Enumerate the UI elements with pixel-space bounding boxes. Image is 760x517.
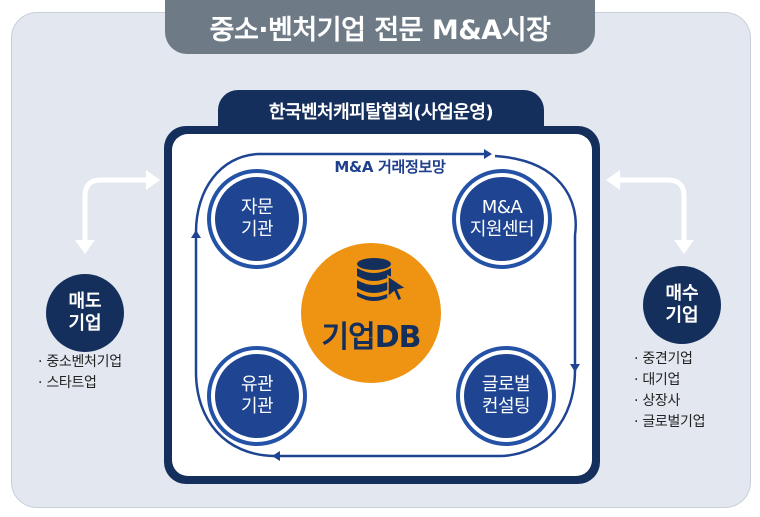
- buyer-list: 중견기업 대기업 상장사 글로벌기업: [634, 349, 705, 433]
- list-item: 글로벌기업: [634, 412, 705, 433]
- buyer-exchange-arrow: [610, 177, 687, 249]
- diagram-title: 중소·벤처기업 전문 M&A시장: [165, 0, 595, 54]
- cycle-arc-br: [499, 369, 577, 458]
- cycle-arc-bl: [194, 371, 275, 458]
- seller-list: 중소벤처기업 스타트업: [38, 352, 122, 394]
- global-consulting-node-label: 글로벌 컨설팅: [464, 354, 548, 438]
- list-item: 중소벤처기업: [38, 352, 122, 373]
- seller-exchange-arrow: [82, 177, 153, 249]
- list-item: 스타트업: [38, 373, 122, 394]
- related-node: 유관 기관: [207, 346, 307, 446]
- company-db-label: 기업DB: [321, 320, 422, 355]
- buyer-circle: 매수 기업: [643, 266, 721, 344]
- list-item: 대기업: [634, 370, 705, 391]
- network-label: M&A 거래정보망: [334, 158, 446, 176]
- list-item: 중견기업: [634, 349, 705, 370]
- global-consulting-node: 글로벌 컨설팅: [456, 346, 556, 446]
- list-item: 상장사: [634, 391, 705, 412]
- cycle-arc-tr: [494, 154, 577, 236]
- advisory-node: 자문 기관: [207, 169, 307, 269]
- seller-circle: 매도 기업: [46, 274, 124, 352]
- advisory-node-label: 자문 기관: [215, 177, 299, 261]
- related-node-label: 유관 기관: [215, 354, 299, 438]
- cycle-arc-tl: [194, 152, 259, 233]
- support-center-node: M&A 지원센터: [452, 169, 552, 269]
- database-cursor-icon: [357, 258, 408, 303]
- support-center-node-label: M&A 지원센터: [460, 177, 544, 261]
